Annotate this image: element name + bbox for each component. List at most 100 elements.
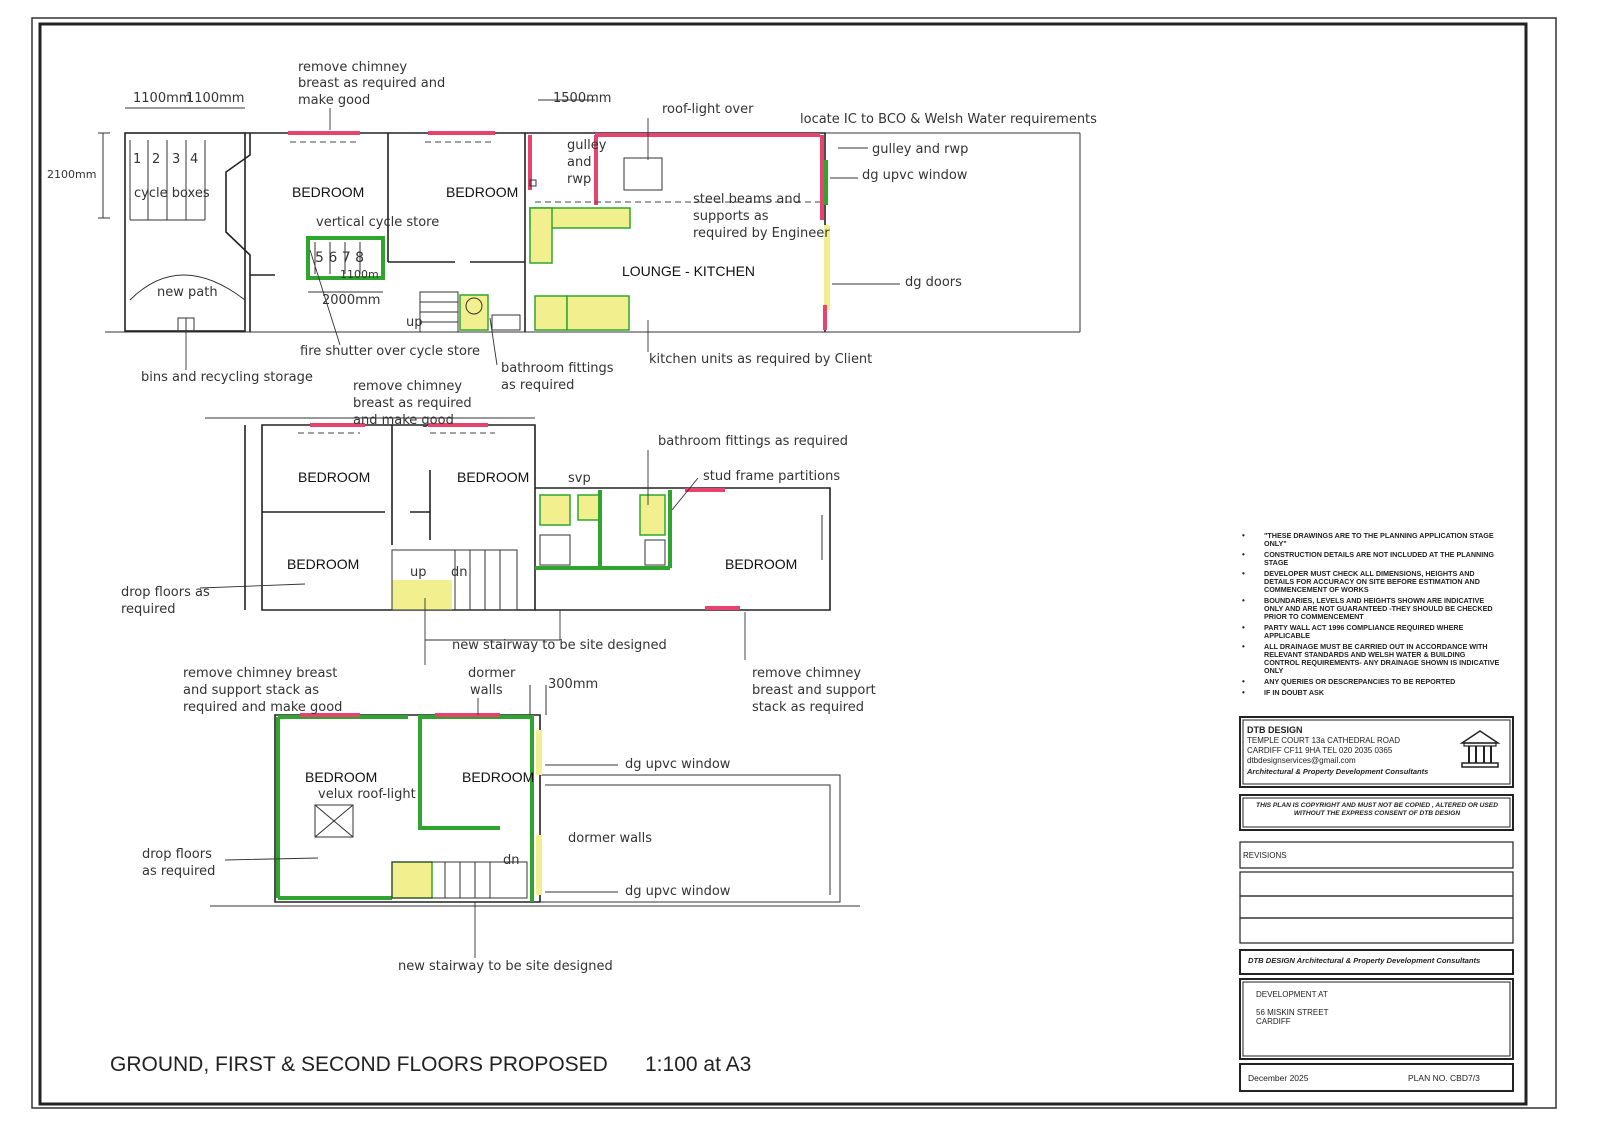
company-email: dtbdesignservices@gmail.com [1247, 756, 1356, 765]
drawing-scale: 1:100 at A3 [645, 1053, 751, 1076]
note-item: IF IN DOUBT ASK [1238, 689, 1502, 698]
first-floor-plan [205, 417, 831, 611]
ff-note-stair: new stairway to be site designed [452, 638, 667, 653]
sf-note-chimney-1: remove chimney breast [183, 666, 337, 681]
sf-note-chimney-3: required and make good [183, 700, 342, 715]
note-item: PARTY WALL ACT 1996 COMPLIANCE REQUIRED … [1238, 624, 1502, 640]
gf-note-ic: locate IC to BCO & Welsh Water requireme… [800, 112, 1097, 127]
ff-bedroom-3: BEDROOM [287, 556, 359, 572]
company-address-2: CARDIFF CF11 9HA TEL 020 2035 0365 [1247, 746, 1393, 755]
gf-note-doors: dg doors [905, 275, 962, 290]
gf-lounge-kitchen: LOUNGE - KITCHEN [622, 263, 755, 279]
ff-note-drop-2: required [121, 602, 175, 617]
gf-new-path-label: new path [157, 285, 218, 300]
ff-bedroom-1: BEDROOM [298, 469, 370, 485]
sf-dim-300: 300mm [548, 677, 598, 692]
gf-store-width: 1100m [340, 268, 379, 281]
gf-note-gulley-1: gulley [567, 138, 607, 153]
note-item: "THESE DRAWINGS ARE TO THE PLANNING APPL… [1238, 532, 1502, 548]
gf-bedroom-2: BEDROOM [446, 184, 518, 200]
gf-note-window: dg upvc window [862, 168, 968, 183]
gf-note-chimney-2: breast as required and [298, 76, 445, 91]
gf-dim-4: 1500mm [553, 91, 611, 106]
ff-note-drop-1: drop floors as [121, 585, 210, 600]
title-block-date-frame [1239, 1063, 1514, 1092]
ff-note-chimney-rear-2: breast and support [752, 683, 876, 698]
drawing-date: December 2025 [1248, 1073, 1309, 1083]
sf-note-stair: new stairway to be site designed [398, 959, 613, 974]
sf-bedroom-1: BEDROOM [305, 769, 377, 785]
development-address-1: 56 MISKIN STREET [1256, 1008, 1329, 1017]
title-block-company-frame [1239, 716, 1514, 788]
gf-store-length: 2000mm [322, 293, 380, 308]
revisions-label: REVISIONS [1243, 851, 1287, 860]
note-item: CONSTRUCTION DETAILS ARE NOT INCLUDED AT… [1238, 551, 1502, 567]
ff-bedroom-2: BEDROOM [457, 469, 529, 485]
gf-bedroom-1: BEDROOM [292, 184, 364, 200]
title-block-revisions-frame [1239, 841, 1514, 869]
ff-note-chimney-rear-3: stack as required [752, 700, 864, 715]
ff-note-stud: stud frame partitions [703, 469, 840, 484]
sf-velux-label: velux roof-light [318, 787, 416, 802]
gf-up-label: up [406, 315, 423, 330]
sf-dn-label: dn [503, 853, 520, 868]
sf-note-chimney-2: and support stack as [183, 683, 319, 698]
gf-note-chimney-1: remove chimney [298, 60, 407, 75]
gf-note-bathroom-2: as required [501, 378, 574, 393]
gf-vertical-store-label: vertical cycle store [316, 215, 439, 230]
building-logo-icon [1459, 730, 1501, 768]
sheet-outer-border [31, 17, 1557, 1109]
gf-note-bathroom-1: bathroom fittings [501, 361, 614, 376]
note-item: ALL DRAINAGE MUST BE CARRIED OUT IN ACCO… [1238, 643, 1502, 675]
ff-note-chimney-3: and make good [353, 413, 454, 428]
ff-up-label: up [410, 565, 427, 580]
gf-cycle-num-4: 4 [190, 152, 198, 167]
gf-store-numbers: 5 6 7 8 [315, 250, 364, 266]
plan-number: PLAN NO. CBD7/3 [1408, 1073, 1480, 1083]
gf-note-bins: bins and recycling storage [141, 370, 313, 385]
company-line: DTB DESIGN Architectural & Property Deve… [1248, 956, 1481, 965]
gf-dim-1: 1100mm [133, 91, 191, 106]
development-address-2: CARDIFF [1256, 1017, 1291, 1026]
copyright-notice: THIS PLAN IS COPYRIGHT AND MUST NOT BE C… [1256, 802, 1498, 817]
company-name: DTB DESIGN [1247, 725, 1303, 735]
ff-svp-label: svp [568, 471, 591, 486]
gf-cycle-num-1: 1 [133, 152, 141, 167]
title-block-company-line-frame [1239, 949, 1514, 975]
second-floor-plan [210, 685, 860, 907]
sf-note-drop-2: as required [142, 864, 215, 879]
gf-dim-3: 2100mm [47, 168, 96, 181]
gf-cycle-num-2: 2 [152, 152, 160, 167]
gf-dim-2: 1100mm [186, 91, 244, 106]
ff-note-chimney-2: breast as required [353, 396, 472, 411]
drawing-title: GROUND, FIRST & SECOND FLOORS PROPOSED [110, 1053, 608, 1076]
title-block-development-frame [1239, 978, 1514, 1060]
gf-cycle-num-3: 3 [172, 152, 180, 167]
ground-floor-plan [98, 99, 1081, 333]
ff-note-bathroom: bathroom fittings as required [658, 434, 848, 449]
gf-note-gulley-2: and [567, 155, 591, 170]
ff-note-chimney-rear-1: remove chimney [752, 666, 861, 681]
general-notes: "THESE DRAWINGS ARE TO THE PLANNING APPL… [1238, 532, 1502, 700]
gf-note-rooflight: roof-light over [662, 102, 754, 117]
sf-note-dormer-walls: dormer walls [568, 831, 652, 846]
sf-note-window-1: dg upvc window [625, 757, 731, 772]
ff-dn-label: dn [451, 565, 468, 580]
sf-note-dormer-2: walls [470, 683, 503, 698]
gf-note-beams-1: steel beams and [693, 192, 801, 207]
development-label: DEVELOPMENT AT [1256, 990, 1328, 999]
sheet-inner-border [38, 22, 1528, 1106]
sf-bedroom-2: BEDROOM [462, 769, 534, 785]
note-item: BOUNDARIES, LEVELS AND HEIGHTS SHOWN ARE… [1238, 597, 1502, 621]
company-address-1: TEMPLE COURT 13a CATHEDRAL ROAD [1247, 736, 1401, 745]
gf-note-gulley-3: rwp [567, 172, 591, 187]
gf-note-fire-shutter: fire shutter over cycle store [300, 344, 480, 359]
gf-note-beams-3: required by Engineer [693, 226, 830, 241]
company-tagline: Architectural & Property Development Con… [1247, 767, 1429, 776]
gf-note-gulley-rwp: gulley and rwp [872, 142, 968, 157]
note-item: ANY QUERIES OR DESCREPANCIES TO BE REPOR… [1238, 678, 1502, 687]
note-item: DEVELOPER MUST CHECK ALL DIMENSIONS, HEI… [1238, 570, 1502, 594]
gf-note-chimney-3: make good [298, 93, 370, 108]
gf-cycle-boxes-label: cycle boxes [134, 186, 210, 201]
